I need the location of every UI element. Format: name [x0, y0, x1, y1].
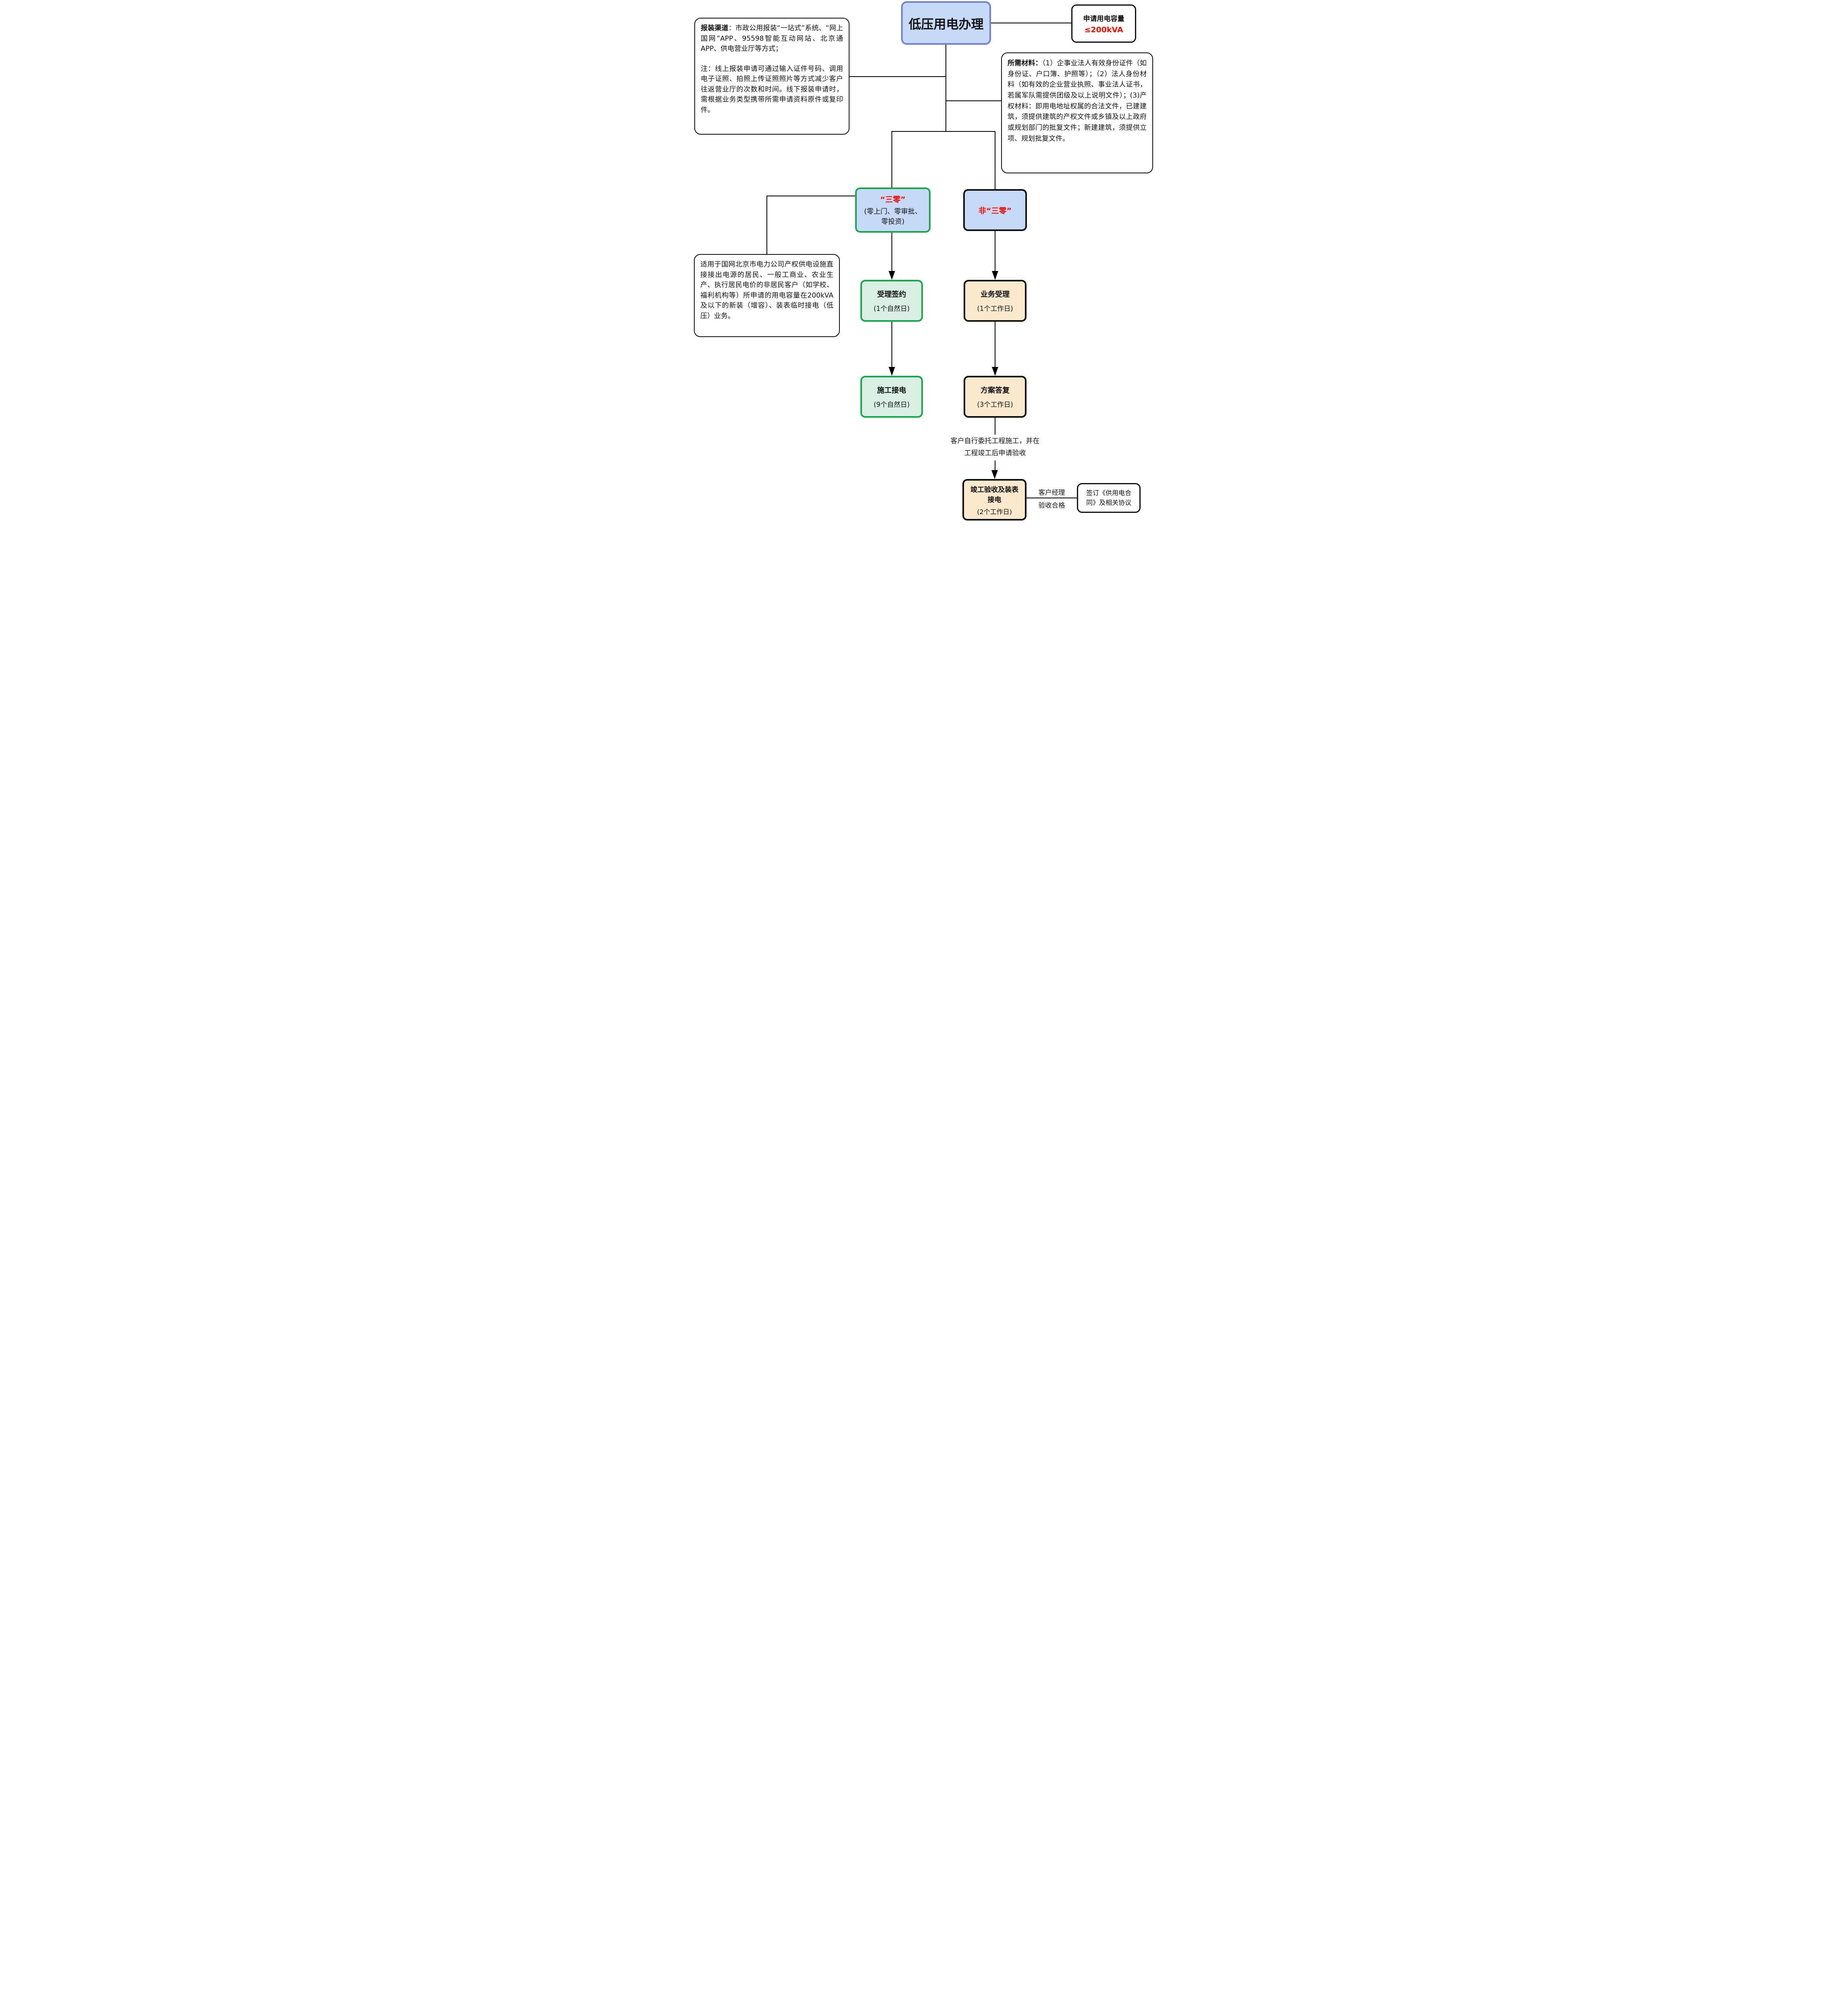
applicability-text: 适用于国网北京市电力公司产权供电设施直接接出电源的居民、一般工商业、农业生产、执…	[700, 260, 833, 320]
plan-reply-duration: (3个工作日)	[977, 401, 1013, 408]
accept-sign-title: 受理签约	[877, 290, 906, 299]
channels-note2: 注：线上报装申请可通过输入证件号码、调用电子证照、拍照上传证照照片等方式减少客户…	[701, 65, 843, 114]
materials-body: （1）企事业法人有效身份证件（如身份证、户口簿、护照等）；（2）法人身份材料（如…	[1008, 59, 1147, 143]
final-accept-title-line2: 接电	[987, 496, 1002, 504]
final-accept-title-line1: 竣工验收及装表	[970, 485, 1018, 494]
capacity-line2: ≤200kVA	[1084, 25, 1123, 34]
arrow-down-icon	[991, 470, 998, 479]
construct-connect-duration: (9个自然日)	[873, 401, 910, 408]
arrow-down-icon	[889, 367, 895, 376]
channels-body: ：市政公用报装“一站式”系统、“网上国网”APP、95598智能互动网站、北京通…	[701, 24, 843, 53]
business-accept-title: 业务受理	[981, 290, 1010, 299]
connector-note-drop	[766, 196, 767, 254]
final-accept-duration: (2个工作日)	[977, 508, 1012, 516]
node-final-accept: 竣工验收及装表 接电 (2个工作日)	[962, 479, 1027, 521]
node-capacity: 申请用电容量 ≤200kVA	[1071, 4, 1136, 43]
construction-note: 客户自行委托工程施工，并在 工程竣工后申请验收	[914, 435, 1076, 460]
arrow-down-icon	[992, 271, 998, 280]
node-accept-sign: 受理签约 (1个自然日)	[860, 280, 923, 322]
channels-lead: 报装渠道	[701, 24, 729, 32]
page-title: 低压用电办理	[908, 17, 984, 32]
node-title: 低压用电办理	[901, 1, 991, 45]
connector-trunk-to-channels	[850, 76, 946, 77]
connector-threezero-to-accept	[891, 233, 892, 271]
node-nonthreezero: 非“三零”	[963, 189, 1027, 231]
threezero-subtitle: (零上门、零审批、零投资)	[864, 207, 922, 226]
node-business-accept: 业务受理 (1个工作日)	[964, 280, 1027, 322]
arrow-down-icon	[992, 367, 998, 376]
node-threezero: “三零” (零上门、零审批、零投资)	[855, 187, 931, 233]
node-construct-connect: 施工接电 (9个自然日)	[860, 376, 923, 418]
accept-sign-duration: (1个自然日)	[873, 305, 910, 312]
construction-note-line2: 工程竣工后申请验收	[964, 449, 1026, 457]
construction-note-line1: 客户自行委托工程施工，并在	[950, 437, 1040, 445]
connector-title-trunk	[945, 45, 946, 131]
note-materials: 所需材料：（1）企事业法人有效身份证件（如身份证、户口簿、护照等）；（2）法人身…	[1001, 52, 1153, 173]
manager-check-line2: 验收合格	[1038, 502, 1065, 509]
connector-drop-threezero	[891, 131, 892, 187]
capacity-line1: 申请用电容量	[1083, 15, 1124, 23]
materials-lead: 所需材料：	[1008, 59, 1042, 67]
connector-accept-to-construct	[891, 322, 892, 367]
note-channels: 报装渠道：市政公用报装“一站式”系统、“网上国网”APP、95598智能互动网站…	[694, 18, 850, 135]
construct-connect-title: 施工接电	[877, 386, 906, 395]
nonthreezero-title: 非“三零”	[979, 206, 1012, 215]
flowchart-canvas: 低压用电办理 申请用电容量 ≤200kVA 报装渠道：市政公用报装“一站式”系统…	[693, 0, 1154, 522]
arrow-down-icon	[889, 271, 895, 280]
node-contract: 签订《供用电合同》及相关协议	[1077, 483, 1141, 513]
manager-check-line1: 客户经理	[1038, 489, 1065, 496]
node-plan-reply: 方案答复 (3个工作日)	[964, 376, 1027, 418]
connector-trunk-to-materials	[945, 100, 1001, 101]
threezero-title: “三零”	[880, 195, 906, 204]
connector-branch-horizontal	[891, 131, 995, 132]
note-applicability: 适用于国网北京市电力公司产权供电设施直接接出电源的居民、一般工商业、农业生产、执…	[694, 254, 840, 337]
contract-text: 签订《供用电合同》及相关协议	[1086, 489, 1131, 506]
business-accept-duration: (1个工作日)	[977, 305, 1013, 312]
plan-reply-title: 方案答复	[981, 386, 1010, 395]
